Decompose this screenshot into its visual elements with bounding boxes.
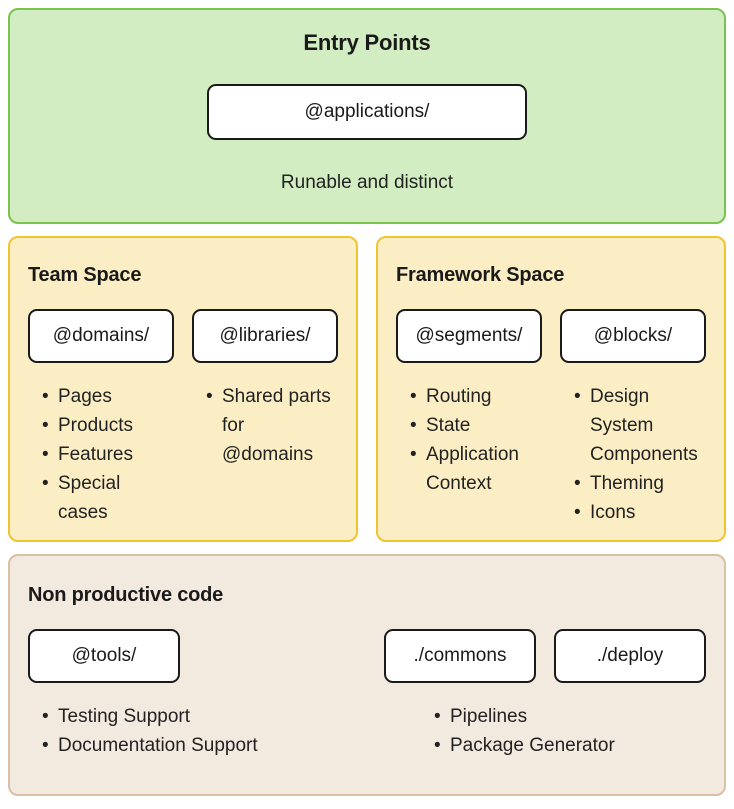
list-item: Theming: [574, 470, 706, 499]
tools-bullet-list: Testing Support Documentation Support: [28, 703, 420, 761]
list-item: Package Generator: [434, 732, 706, 761]
list-item: Testing Support: [42, 703, 420, 732]
entry-points-title: Entry Points: [303, 30, 431, 55]
box-tools[interactable]: @tools/: [28, 629, 180, 683]
list-item: Pages: [42, 383, 174, 412]
non-productive-code-boxes: @tools/ ./commons ./deploy: [28, 629, 706, 683]
slot-commons: ./commons: [384, 629, 536, 683]
list-item: Icons: [574, 499, 706, 528]
team-space-column-libraries: @libraries/ Shared parts for @domains: [192, 309, 338, 527]
panel-framework-space: Framework Space @segments/ Routing State…: [376, 236, 726, 542]
panel-team-space: Team Space @domains/ Pages Products Feat…: [8, 236, 358, 542]
commons-list-wrapper: Pipelines Package Generator: [420, 703, 706, 761]
slot-deploy: ./deploy: [554, 629, 706, 683]
non-productive-code-lists: Testing Support Documentation Support Pi…: [28, 703, 706, 761]
box-deploy[interactable]: ./deploy: [554, 629, 706, 683]
panel-non-productive-code: Non productive code @tools/ ./commons ./…: [8, 554, 726, 796]
team-space-column-domains: @domains/ Pages Products Features Specia…: [28, 309, 174, 527]
list-item: Design System Components: [574, 383, 706, 470]
box-domains[interactable]: @domains/: [28, 309, 174, 363]
box-applications[interactable]: @applications/: [207, 84, 527, 140]
list-item: Pipelines: [434, 703, 706, 732]
list-item: State: [410, 412, 542, 441]
box-libraries[interactable]: @libraries/: [192, 309, 338, 363]
list-item: Products: [42, 412, 174, 441]
blocks-bullet-list: Design System Components Theming Icons: [560, 383, 706, 527]
entry-points-caption: Runable and distinct: [280, 172, 454, 193]
list-item: Application Context: [410, 441, 542, 499]
domains-bullet-list: Pages Products Features Special cases: [28, 383, 174, 527]
panel-entry-points: Entry Points @applications/ Runable and …: [8, 8, 726, 224]
framework-space-column-segments: @segments/ Routing State Application Con…: [396, 309, 542, 527]
framework-space-title: Framework Space: [396, 264, 565, 286]
slot-tools: @tools/: [28, 629, 180, 683]
team-space-columns: @domains/ Pages Products Features Specia…: [28, 309, 338, 527]
box-blocks[interactable]: @blocks/: [560, 309, 706, 363]
libraries-bullet-list: Shared parts for @domains: [192, 383, 338, 470]
box-commons[interactable]: ./commons: [384, 629, 536, 683]
non-productive-code-title: Non productive code: [28, 584, 224, 606]
segments-bullet-list: Routing State Application Context: [396, 383, 542, 499]
commons-bullet-list: Pipelines Package Generator: [420, 703, 706, 761]
list-item: Documentation Support: [42, 732, 420, 761]
framework-space-columns: @segments/ Routing State Application Con…: [396, 309, 706, 527]
list-item: Features: [42, 441, 174, 470]
box-segments[interactable]: @segments/: [396, 309, 542, 363]
list-item: Special cases: [42, 470, 174, 528]
team-space-title: Team Space: [28, 264, 142, 286]
list-item: Shared parts for @domains: [206, 383, 338, 470]
framework-space-column-blocks: @blocks/ Design System Components Themin…: [560, 309, 706, 527]
tools-list-wrapper: Testing Support Documentation Support: [28, 703, 420, 761]
spaces-row: Team Space @domains/ Pages Products Feat…: [8, 236, 726, 542]
list-item: Routing: [410, 383, 542, 412]
